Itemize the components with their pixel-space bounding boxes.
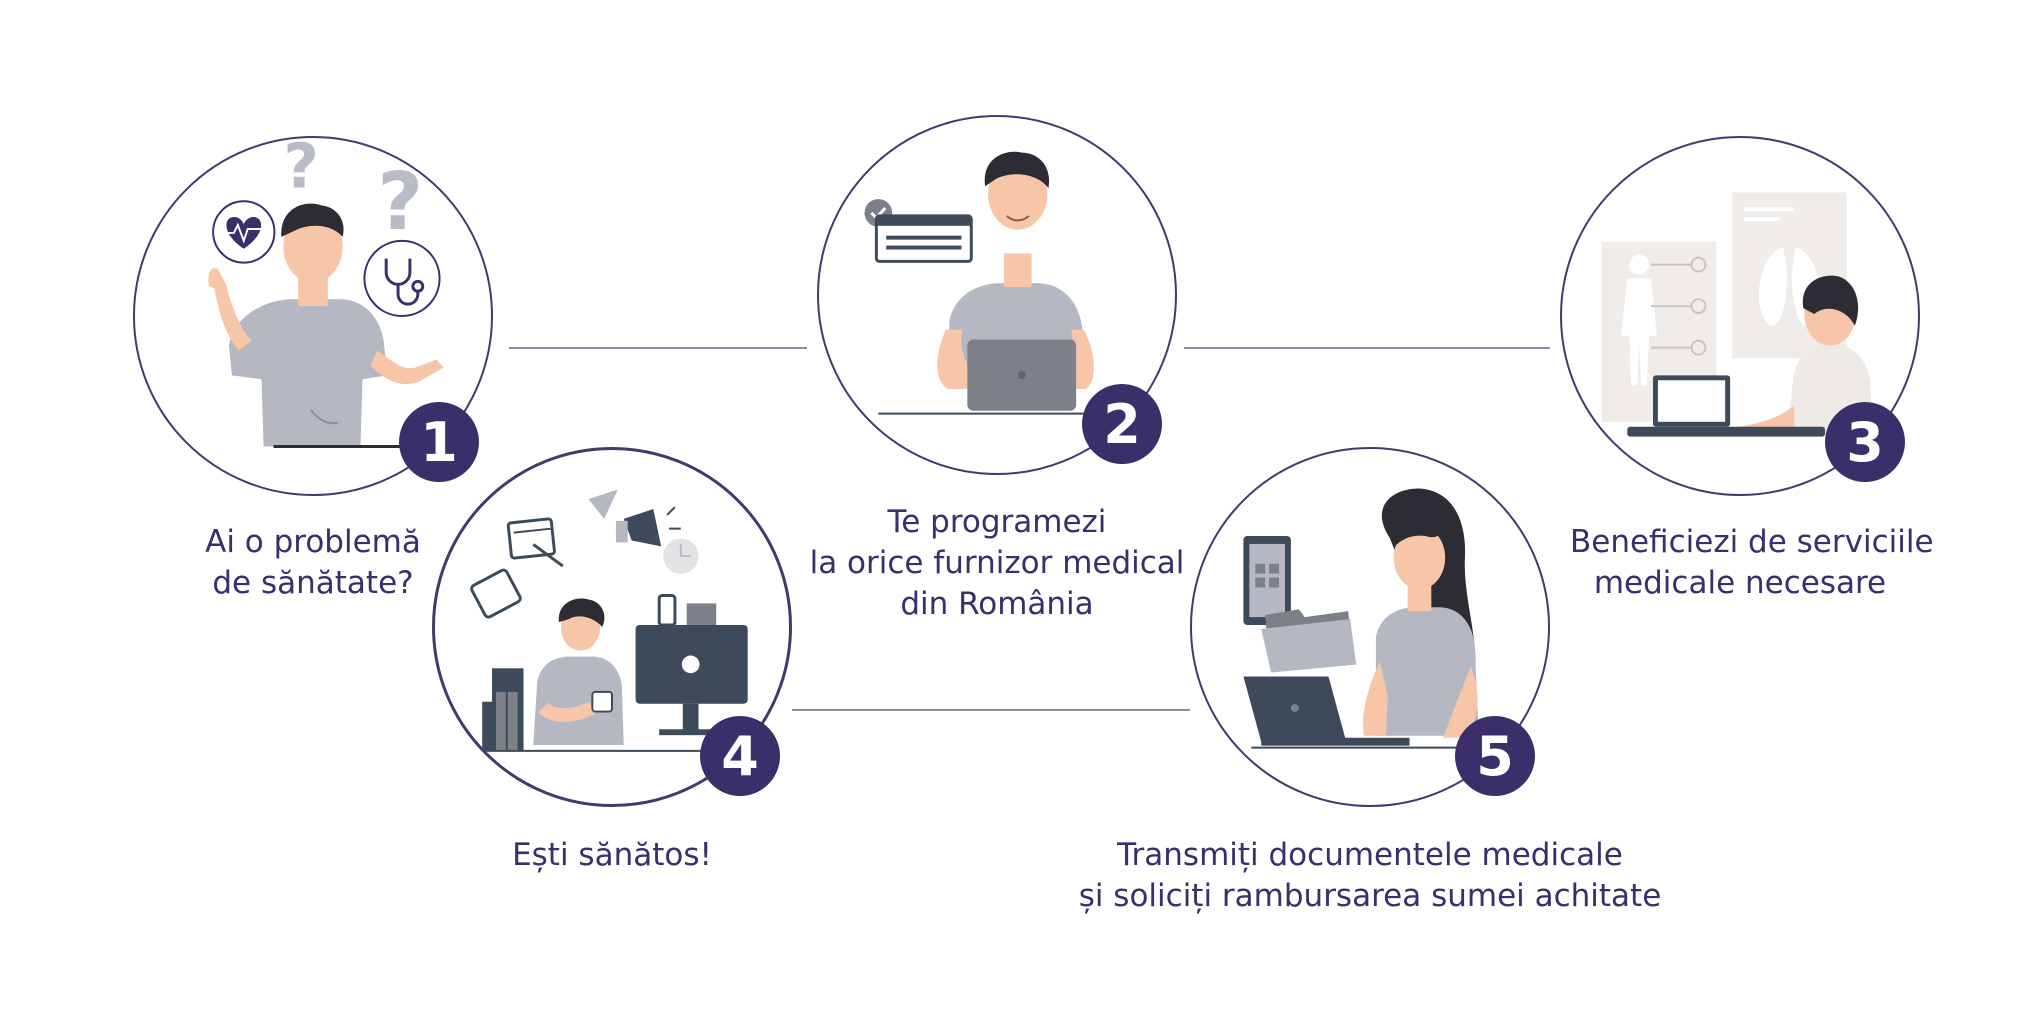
caption-line: Transmiți documentele medicale	[1117, 837, 1623, 873]
person-laptop-illustration	[864, 151, 1116, 415]
doctor-consultation-illustration	[1601, 192, 1873, 437]
caption-line: din România	[900, 586, 1094, 622]
step-4-caption: Ești sănătos!	[472, 835, 752, 876]
caption-line: Beneficiezi de serviciile	[1570, 524, 1934, 560]
question-mark-icon: ?	[377, 156, 423, 248]
step-3-badge: 3	[1825, 402, 1905, 482]
step-2-badge: 2	[1082, 384, 1162, 464]
step-3-caption: Beneficiezi de serviciile medicale neces…	[1570, 522, 1934, 604]
step-1-badge: 1	[399, 402, 479, 482]
step-1-caption: Ai o problemă de sănătate?	[163, 522, 463, 604]
step-1-illustration: ? ?	[133, 136, 493, 496]
step-number: 1	[420, 410, 458, 474]
step-2-caption: Te programezi la orice furnizor medical …	[797, 502, 1197, 625]
stethoscope-icon	[363, 239, 441, 317]
step-number: 5	[1476, 724, 1514, 788]
question-mark-icon: ?	[283, 138, 319, 202]
person-confused-illustration: ? ?	[208, 138, 462, 449]
connector-4-5	[792, 709, 1190, 711]
caption-line: Te programezi	[887, 504, 1107, 540]
clipboard-icon	[470, 568, 522, 619]
step-number: 3	[1846, 410, 1884, 474]
mug-icon	[591, 690, 613, 713]
monitor-icon	[635, 625, 748, 736]
step-5-illustration	[1190, 447, 1550, 807]
heart-icon	[212, 200, 276, 264]
caption-line: și soliciți rambursarea sumei achitate	[1078, 878, 1662, 914]
paper-plane-icon	[588, 489, 618, 519]
calendar-icon	[506, 517, 564, 568]
caption-line: Ai o problemă	[205, 524, 421, 560]
step-5-badge: 5	[1455, 716, 1535, 796]
grid-icon	[686, 603, 717, 626]
step-2-illustration	[817, 115, 1177, 475]
megaphone-icon	[615, 506, 681, 547]
step-5-caption: Transmiți documentele medicale și solici…	[1075, 835, 1665, 917]
clock-icon	[663, 538, 699, 574]
folder-icon	[1261, 609, 1357, 673]
step-4-badge: 4	[700, 716, 780, 796]
tablet-icon	[1243, 536, 1291, 626]
connector-2-3	[1184, 347, 1550, 349]
caption-line: Ești sănătos!	[512, 837, 712, 873]
caption-line: medicale necesare	[1593, 565, 1887, 601]
caption-line: de sănătate?	[212, 565, 414, 601]
person-office-illustration	[470, 489, 760, 752]
connector-1-2	[509, 347, 807, 349]
caption-line: la orice furnizor medical	[809, 545, 1185, 581]
browser-window-icon	[874, 214, 973, 263]
step-number: 2	[1103, 392, 1141, 456]
step-number: 4	[721, 724, 759, 788]
woman-laptop-illustration	[1243, 488, 1489, 749]
phone-icon	[657, 594, 677, 627]
